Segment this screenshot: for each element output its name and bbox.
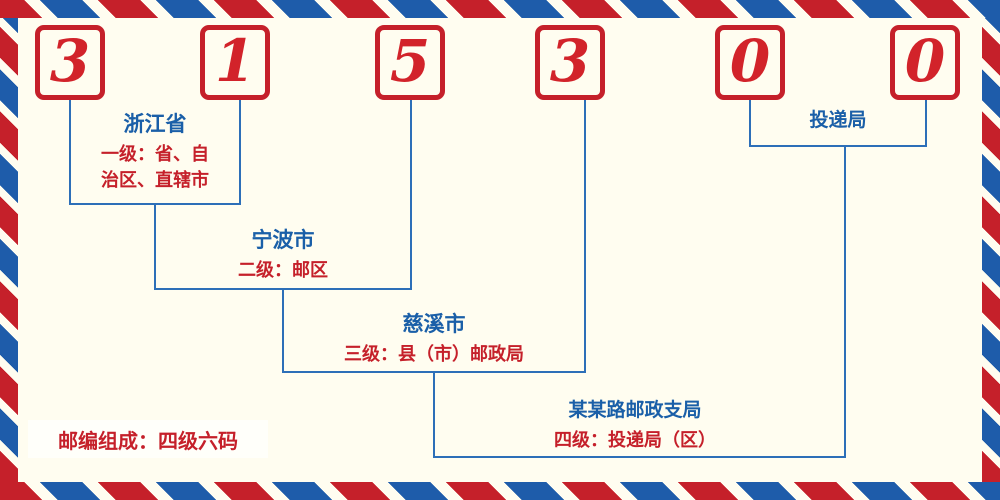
level3-desc: 三级：县（市）邮政局: [344, 344, 524, 365]
connector-line-delivery-left: [749, 100, 751, 147]
envelope-border-top: [0, 0, 1000, 18]
digit-box-3: 5: [375, 25, 445, 100]
digit-2: 1: [214, 26, 256, 95]
digit-4: 3: [549, 26, 591, 95]
connector-line-l3-right: [584, 100, 586, 373]
connector-line-l2-left: [154, 205, 156, 290]
connector-line-l1-left: [69, 100, 71, 205]
level4-desc: 四级：投递局（区）: [554, 430, 716, 451]
delivery-office-label: 投递局: [809, 109, 867, 131]
level2-place-label: 宁波市: [251, 228, 315, 252]
digit-box-4: 3: [535, 25, 605, 100]
envelope-border-right: [982, 18, 1000, 482]
digit-box-2: 1: [200, 25, 270, 100]
digit-3: 5: [389, 26, 431, 95]
connector-line-l4-right: [844, 147, 846, 458]
connector-line-l2-right: [410, 100, 412, 290]
digit-box-6: 0: [890, 25, 960, 100]
connector-line-l1-horizontal: [69, 203, 241, 205]
digit-box-5: 0: [715, 25, 785, 100]
digit-6: 0: [904, 26, 946, 95]
digit-box-1: 3: [35, 25, 105, 100]
level4-place-label: 某某路邮政支局: [568, 399, 702, 421]
connector-line-delivery-horizontal: [749, 145, 927, 147]
level3-place-label: 慈溪市: [402, 312, 466, 336]
connector-line-l4-left: [433, 373, 435, 458]
connector-line-l2-horizontal: [154, 288, 412, 290]
level1-desc-line1: 一级：省、自: [101, 144, 209, 165]
level1-desc: 一级：省、自 治区、直辖市: [75, 142, 235, 194]
footer-note: 邮编组成：四级六码: [58, 428, 238, 453]
digit-1: 3: [49, 26, 91, 95]
connector-line-l4-horizontal: [433, 456, 846, 458]
connector-line-l1-right: [239, 100, 241, 205]
level2-desc: 二级：邮区: [238, 260, 328, 281]
connector-line-delivery-right: [925, 100, 927, 147]
envelope-border-left: [0, 18, 18, 482]
envelope-border-bottom: [0, 482, 1000, 500]
footer-note-box: 邮编组成：四级六码: [28, 420, 268, 458]
level1-desc-line2: 治区、直辖市: [101, 170, 209, 191]
level1-place-label: 浙江省: [123, 112, 187, 136]
digit-5: 0: [729, 26, 771, 95]
connector-line-l3-left: [282, 290, 284, 373]
connector-line-l3-horizontal: [282, 371, 586, 373]
